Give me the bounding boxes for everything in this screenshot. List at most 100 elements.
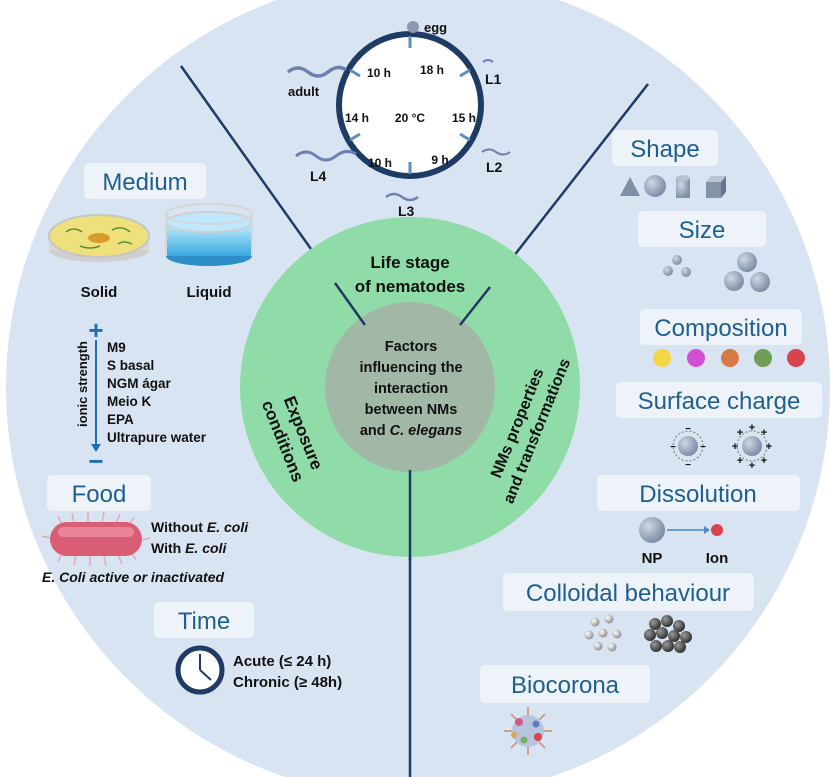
time-acute-label: Acute (≤ 24 h) [233,653,331,670]
biocorona-particle-icon [504,707,552,755]
clock-ticks [349,36,471,174]
svg-text:+: + [737,427,743,439]
svg-text:−: − [700,442,706,453]
svg-text:+: + [761,427,767,439]
svg-text:+: + [766,441,772,453]
life-cycle-clock: 20 °C 18 h 15 h 9 h 10 h 14 h 10 h egg L… [286,20,511,219]
l1-worm-icon [482,59,494,63]
stage-l4: L4 [310,168,327,184]
svg-text:−: − [685,424,691,435]
food-title-box [47,475,151,511]
cube-shape-icon [706,176,726,198]
time-chronic-label: Chronic (≥ 48h) [233,674,342,691]
l3-worm-icon [385,192,419,202]
dissolution-arrow-head [704,526,710,534]
duration-label-1: 18 h [420,63,444,77]
ionic-minus-sign: − [88,446,103,476]
time-section: Time Acute (≤ 24 h) Chronic (≥ 48h) [154,602,342,695]
center-line-4: between NMs [365,402,458,418]
ion-icon [711,524,723,536]
food-with-label: With E. coli [151,540,227,556]
media-item: EPA [107,412,134,427]
clock-face [336,31,484,179]
ring-top-line-2: of nematodes [355,277,466,296]
ionic-arrow-head [91,444,101,452]
center-text: Factors influencing the interaction betw… [359,339,462,439]
media-item: M9 [107,340,126,355]
composition-dot [787,349,805,367]
cylinder-shape-icon [676,178,690,198]
negative-charge-particle-icon: −− −− [670,424,706,471]
ring-top-line-1: Life stage [370,253,449,272]
positive-charge-particle-icon: ++ ++ ++ ++ [732,422,772,472]
food-without-label: Without E. coli [151,519,249,535]
duration-label-6: 10 h [367,66,391,80]
medium-title-box [84,163,206,199]
svg-text:+: + [761,455,767,467]
center-circle [325,302,495,472]
surface-charge-title-box [616,382,822,418]
ionic-plus-sign: + [88,315,103,345]
size-title-box [638,211,766,247]
center-line-1: Factors [385,339,437,355]
stage-egg: egg [424,20,447,35]
petri-dish-liquid-icon [165,203,253,266]
shape-title: Shape [630,136,699,163]
media-item: Meio K [107,394,152,409]
temperature-label: 20 °C [395,111,425,125]
size-particles-icon [663,252,770,292]
surface-charge-title: Surface charge [638,388,801,415]
composition-title: Composition [654,315,787,342]
solid-label: Solid [81,284,118,301]
composition-dots [653,349,805,367]
l4-worm-icon [295,149,357,162]
adult-worm-icon [286,65,348,78]
food-note: E. Coli active or inactivated [42,569,225,585]
properties-section: Shape Size Composition [480,130,822,755]
divider-right-inner [459,286,491,326]
colloidal-title-box [503,573,754,611]
center-line-5: and C. elegans [360,423,462,439]
aggregate-particles-icon [644,615,692,653]
time-title: Time [178,608,230,635]
center-line-2: influencing the [359,360,462,376]
nanoparticle-icon [639,517,665,543]
stage-l2: L2 [486,159,503,175]
clock-icon [175,645,225,695]
petri-dish-solid-icon [48,214,150,262]
ionic-strength-label: ionic strength [75,341,90,427]
svg-text:+: + [749,422,755,434]
np-label: NP [642,550,663,567]
media-item: NGM ágar [107,376,172,391]
svg-text:+: + [737,455,743,467]
stage-adult: adult [288,84,320,99]
medium-section: Medium Solid Liquid + − ionic strength M… [48,163,253,476]
ring-top-label: Life stage of nematodes [355,253,466,296]
medium-title: Medium [102,169,187,196]
colloidal-title: Colloidal behaviour [526,580,730,607]
shape-icons [620,175,726,198]
media-item: S basal [107,358,154,373]
duration-label-3: 9 h [431,153,448,167]
dissolution-title: Dissolution [639,481,756,508]
cylinder-top [676,175,690,181]
ion-label: Ion [706,550,729,567]
duration-label-2: 15 h [452,111,476,125]
dissolution-title-box [597,475,800,511]
duration-label-4: 10 h [368,156,392,170]
composition-title-box [640,309,802,345]
media-item: Ultrapure water [107,430,207,445]
composition-dot [687,349,705,367]
food-title: Food [72,481,127,508]
food-section: Food Without E. coli With E. coli E. Col… [41,475,249,585]
composition-dot [653,349,671,367]
center-line-3: interaction [374,381,448,397]
biocorona-title: Biocorona [511,672,620,699]
stage-l1: L1 [485,71,502,87]
size-title: Size [679,217,726,244]
liquid-label: Liquid [187,284,232,301]
stage-l3: L3 [398,203,415,219]
svg-text:+: + [732,441,738,453]
triangle-shape-icon [620,177,640,196]
